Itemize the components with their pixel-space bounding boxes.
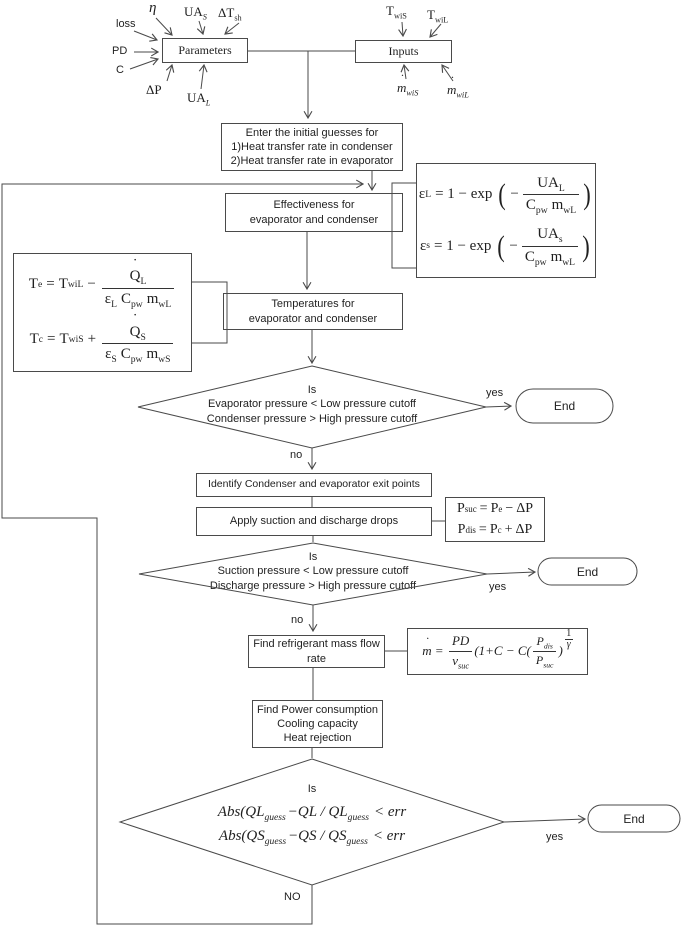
decision3-formula-1: Abs(QLguess−QL / QLguess< err: [217, 804, 407, 824]
mass-flow-formula-box: ˙m = PD νsuc (1+C − C( Pdis Psuc ) 1 γ: [407, 628, 588, 675]
mass-flow-formula: ˙m = PD νsuc (1+C − C( Pdis Psuc ) 1 γ: [422, 627, 573, 671]
decision3-formula-2: Abs(QSguess−QS / QSguess< err: [218, 828, 406, 848]
label-eta: η: [149, 0, 157, 16]
label-loss: loss: [116, 18, 136, 30]
power-box: Find Power consumption Cooling capacity …: [252, 700, 383, 748]
arrow-decision1-yes: [485, 401, 513, 411]
label-ua-s: UAS: [184, 4, 207, 22]
label-m-wis: ˙mwiS: [397, 70, 419, 98]
decision1-no-label: no: [290, 449, 303, 461]
end2-label: End: [576, 564, 599, 579]
eta-arrow: [155, 17, 173, 36]
parameters-box: Parameters: [162, 38, 248, 63]
decision3-yes-label: yes: [546, 831, 564, 843]
label-dt-sh: ΔTsh: [218, 5, 242, 23]
gamma-exponent: 1 γ: [564, 627, 573, 650]
label-c: C: [116, 64, 124, 76]
label-t-wil: TwiL: [427, 7, 449, 25]
effectiveness-box: Effectiveness for evaporator and condens…: [225, 193, 403, 232]
ua-s-arrow: [196, 20, 206, 36]
decision1-yes-label: yes: [486, 387, 504, 399]
label-m-wil: ˙mwiL: [447, 72, 469, 100]
c-arrow: [129, 57, 160, 70]
ua-l-arrow: [198, 63, 208, 90]
decision1-text: Is Evaporator pressure < Low pressure cu…: [206, 384, 418, 425]
label-ua-l: UAL: [187, 90, 211, 108]
pressure-ratio-fraction: Pdis Psuc: [532, 634, 557, 669]
decision2-no-label: no: [291, 614, 304, 626]
end1-label: End: [553, 399, 576, 413]
label-pd: PD: [112, 45, 128, 57]
mass-flow-box: Find refrigerant mass flow rate: [248, 635, 385, 668]
dt-sh-arrow: [224, 22, 240, 35]
apply-drops-box: Apply suction and discharge drops: [196, 507, 432, 536]
inputs-box: Inputs: [355, 40, 452, 63]
identify-exit-points-box: Identify Condenser and evaporator exit p…: [196, 473, 432, 497]
arrow-decision2-yes: [486, 567, 537, 577]
dp-arrow: [165, 63, 175, 82]
end3-label: End: [623, 811, 645, 826]
decision3-text: Is Abs(QLguess−QL / QLguess< err Abs(QSg…: [120, 782, 504, 848]
pd-nu-fraction: PD νsuc: [449, 633, 473, 670]
decision2-text: Is Suction pressure < Low pressure cutof…: [209, 551, 417, 592]
arrow-decision3-yes: [503, 814, 587, 824]
t-wil-arrow: [429, 23, 442, 38]
label-dp: ΔP: [146, 82, 162, 97]
tformula-connector-bracket: [192, 281, 228, 344]
temperatures-box: Temperatures for evaporator and condense…: [223, 293, 403, 330]
t-wis-arrow: [398, 21, 407, 38]
decision3-no-label: NO: [284, 891, 301, 903]
loss-arrow: [133, 30, 159, 42]
label-t-wis: TwiS: [386, 3, 407, 21]
initial-guesses-box: Enter the initial guesses for 1)Heat tra…: [221, 123, 403, 171]
decision2-yes-label: yes: [489, 581, 507, 593]
m-wis-arrow: [400, 63, 410, 80]
